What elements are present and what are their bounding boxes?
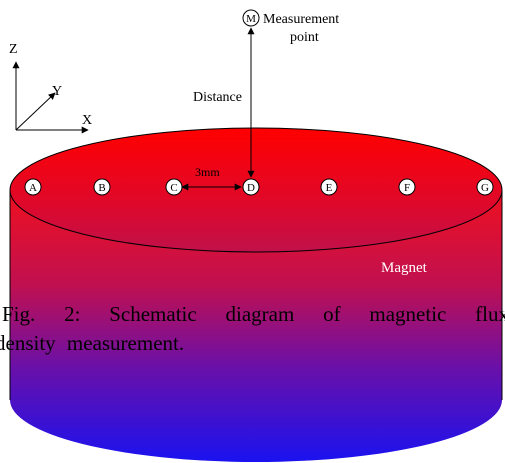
point-c: C bbox=[165, 178, 183, 196]
caption-line-1: Fig. 2: Schematic diagram of magnetic fl… bbox=[2, 302, 505, 326]
point-g: G bbox=[476, 178, 494, 196]
svg-text:D: D bbox=[247, 182, 255, 194]
measurement-points: A B C D E F G bbox=[24, 178, 494, 196]
spacing-label: 3mm bbox=[195, 165, 220, 179]
coordinate-axes bbox=[12, 61, 89, 134]
measurement-point-marker bbox=[242, 9, 260, 27]
point-b: B bbox=[93, 178, 111, 196]
point-e: E bbox=[320, 178, 338, 196]
svg-text:G: G bbox=[481, 182, 489, 194]
point-a: A bbox=[24, 178, 42, 196]
svg-text:B: B bbox=[98, 182, 105, 194]
axis-x-label: X bbox=[82, 113, 92, 128]
axis-z-label: Z bbox=[9, 42, 18, 57]
axis-y-label: Y bbox=[52, 84, 62, 99]
measurement-point-label-line1: Measurement bbox=[263, 12, 339, 27]
magnet-body bbox=[10, 190, 502, 462]
magnet-label: Magnet bbox=[381, 260, 428, 276]
svg-text:A: A bbox=[29, 182, 37, 194]
svg-text:F: F bbox=[404, 182, 410, 194]
svg-text:C: C bbox=[170, 182, 177, 194]
measurement-point-label-line2: point bbox=[290, 30, 319, 45]
point-f: F bbox=[398, 178, 416, 196]
point-d: D bbox=[242, 178, 260, 196]
measurement-point-marker-label: M bbox=[246, 13, 256, 25]
caption-line-2: density measurement. bbox=[0, 331, 185, 355]
figure-caption: Fig. 2: Schematic diagram of magnetic fl… bbox=[0, 300, 505, 358]
distance-label: Distance bbox=[193, 90, 242, 105]
svg-text:E: E bbox=[326, 182, 333, 194]
